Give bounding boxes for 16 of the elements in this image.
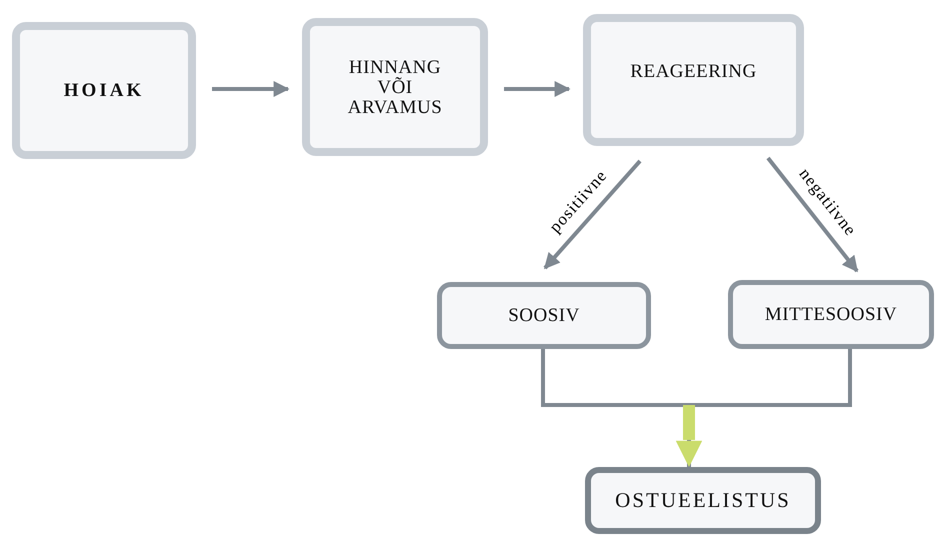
process-box: [12, 22, 196, 159]
arrow: [544, 160, 642, 270]
box-label: SOOSIV: [507, 306, 581, 326]
box-label: REAGEERING: [629, 62, 758, 82]
box-label: HOIAK: [62, 80, 146, 100]
process-box: [585, 467, 821, 534]
box-label: MITTESOOSIV: [764, 304, 898, 324]
box-label: OSTUEELISTUS: [614, 489, 792, 512]
arrow: [766, 156, 859, 272]
box-label: HINNANG VÕI ARVAMUS: [346, 58, 444, 118]
process-box: [583, 14, 804, 146]
process-box: [437, 282, 651, 349]
arrow: [504, 81, 571, 97]
arrow: [212, 81, 290, 97]
process-box: [728, 280, 934, 349]
process-box: [302, 18, 488, 156]
